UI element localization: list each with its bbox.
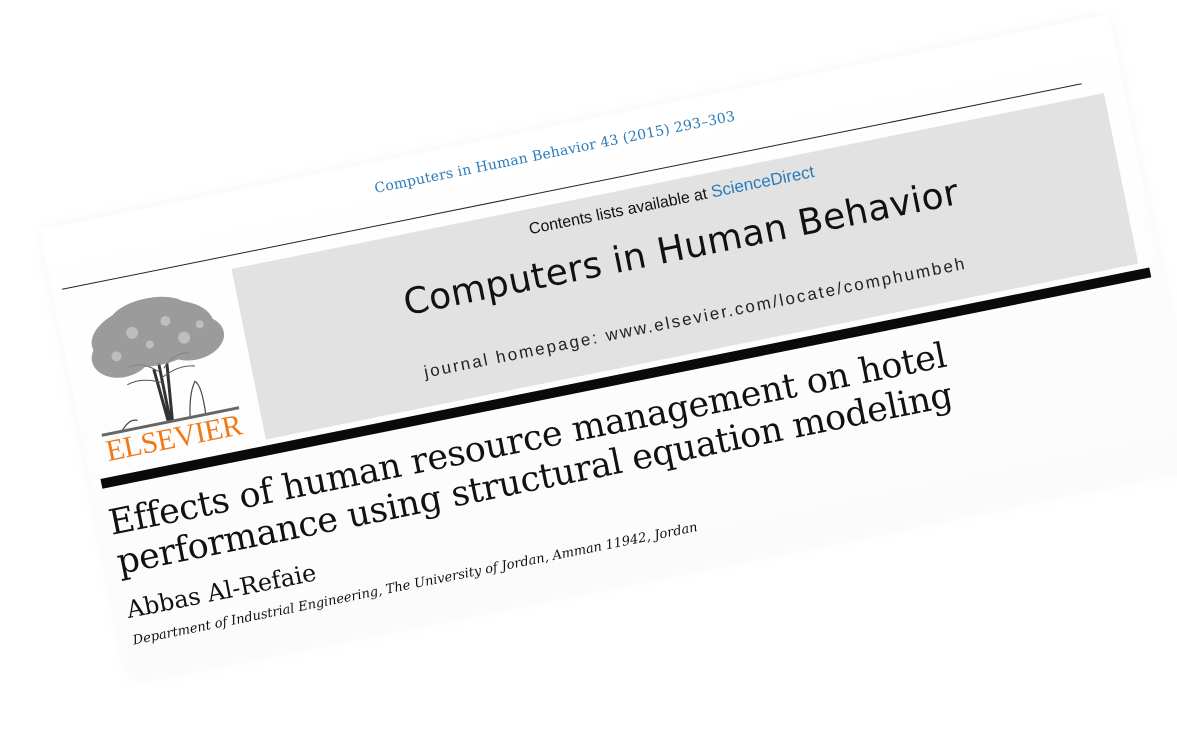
publisher-logo: ELSEVIER bbox=[66, 279, 256, 477]
sciencedirect-link[interactable]: ScienceDirect bbox=[709, 162, 816, 202]
article-header-sheet: Computers in Human Behavior 43 (2015) 29… bbox=[40, 14, 1177, 681]
elsevier-tree-icon bbox=[91, 296, 240, 437]
